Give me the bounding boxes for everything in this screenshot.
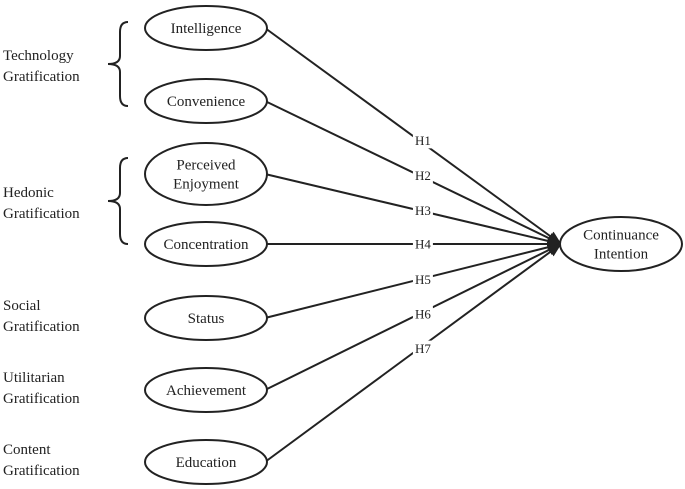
construct-perceived-enjoyment-ellipse xyxy=(144,142,268,206)
construct-concentration-label: Concentration xyxy=(164,237,249,253)
group-label-line: Hedonic xyxy=(3,185,54,201)
hypothesis-label: H5 xyxy=(415,272,431,287)
outcome-continuance-intention-label: Continuance xyxy=(583,228,659,244)
hypothesis-label-bg xyxy=(412,202,433,219)
construct-education-ellipse xyxy=(144,439,268,485)
construct-status-ellipse xyxy=(144,295,268,341)
construct-concentration-ellipse xyxy=(144,221,268,267)
brace-technology xyxy=(107,21,129,107)
hypothesis-label-bg xyxy=(412,167,433,184)
group-label-line: Technology xyxy=(3,48,74,64)
hypothesis-path-h3: H3 xyxy=(264,173,562,247)
hypothesis-label-bg xyxy=(412,271,433,288)
construct-convenience-ellipse xyxy=(144,78,268,124)
outcome-continuance-intention-label: Intention xyxy=(594,247,649,263)
hypothesis-label: H7 xyxy=(415,341,431,356)
hypothesis-path-h5: H5 xyxy=(264,241,562,319)
construct-intelligence-ellipse xyxy=(144,5,268,51)
construct-convenience-label: Convenience xyxy=(167,94,246,110)
group-label-line: Gratification xyxy=(3,69,80,85)
hypothesis-path-h6: H6 xyxy=(264,243,562,391)
construct-education: Education xyxy=(144,439,268,485)
hypothesis-label-bg xyxy=(412,132,433,149)
hypothesis-label: H3 xyxy=(415,203,431,218)
brace-hedonic xyxy=(107,157,129,245)
hypothesis-label: H4 xyxy=(415,237,431,252)
construct-achievement: Achievement xyxy=(144,367,268,413)
nodes-layer: IntelligenceConveniencePerceivedEnjoymen… xyxy=(144,5,683,485)
hypothesis-path-h4: H4 xyxy=(265,236,562,252)
construct-achievement-label: Achievement xyxy=(166,383,247,399)
construct-status-label: Status xyxy=(188,311,225,327)
hypothesis-label-bg xyxy=(412,236,433,252)
construct-convenience: Convenience xyxy=(144,78,268,124)
hypothesis-path-h7: H7 xyxy=(264,243,562,463)
hypothesis-path-h2: H2 xyxy=(264,100,562,245)
group-labels-layer: TechnologyGratificationHedonicGratificat… xyxy=(3,48,80,479)
hypothesis-path-h1: H1 xyxy=(264,27,562,245)
hypothesis-label: H6 xyxy=(415,307,431,322)
construct-intelligence: Intelligence xyxy=(144,5,268,51)
group-label-line: Gratification xyxy=(3,463,80,479)
group-label-line: Gratification xyxy=(3,319,80,335)
hypothesis-label-bg xyxy=(412,306,433,323)
construct-status: Status xyxy=(144,295,268,341)
construct-achievement-ellipse xyxy=(144,367,268,413)
construct-concentration: Concentration xyxy=(144,221,268,267)
group-label-line: Gratification xyxy=(3,206,80,222)
construct-perceived-enjoyment-label: Enjoyment xyxy=(173,177,240,193)
group-label-line: Utilitarian xyxy=(3,370,65,386)
hypothesis-label: H2 xyxy=(415,168,431,183)
construct-education-label: Education xyxy=(176,455,237,471)
construct-intelligence-label: Intelligence xyxy=(171,21,242,37)
construct-perceived-enjoyment-label: Perceived xyxy=(176,158,236,174)
group-label-line: Gratification xyxy=(3,391,80,407)
group-label-line: Social xyxy=(3,298,41,314)
hypothesis-label-bg xyxy=(412,340,433,357)
group-label-line: Content xyxy=(3,442,51,458)
outcome-continuance-intention-ellipse xyxy=(559,216,683,272)
hypothesis-label: H1 xyxy=(415,133,431,148)
braces-layer xyxy=(107,21,129,245)
